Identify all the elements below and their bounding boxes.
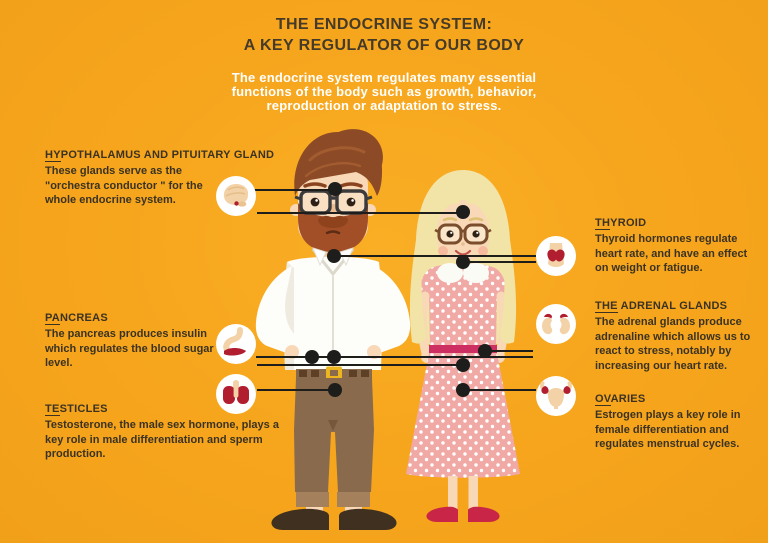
intro-text: The endocrine system regulates many esse… [0, 71, 768, 112]
male-hair [294, 129, 383, 196]
label-adrenal-glands: THE ADRENAL GLANDS The adrenal glands pr… [595, 300, 767, 374]
male-eyebrows [303, 182, 363, 188]
brain-pituitary-icon [216, 176, 256, 216]
label-testicles-heading: TESTICLES [45, 403, 108, 416]
female-smile [454, 249, 472, 256]
male-trouser-cuff-left [296, 492, 329, 507]
male-shirt [255, 247, 411, 370]
header: THE ENDOCRINE SYSTEM: A KEY REGULATOR OF… [0, 14, 768, 112]
page-title: THE ENDOCRINE SYSTEM: A KEY REGULATOR OF… [0, 14, 768, 56]
adrenal-glands-icon [536, 304, 576, 344]
label-hypothalamus-body: These glands serve as the "orchestra con… [45, 165, 203, 207]
label-thyroid-body: Thyroid hormones regulate heart rate, an… [595, 233, 748, 275]
female-shoe-left [426, 506, 458, 522]
uterus-ovaries-icon [536, 376, 576, 416]
label-hypothalamus: HYPOTHALAMUS AND PITUITARY GLAND These g… [45, 149, 277, 208]
label-ovaries-body: Estrogen plays a key role in female diff… [595, 409, 741, 451]
female-collar-right [463, 263, 489, 283]
male-belt [296, 366, 372, 380]
female-leg-left [448, 476, 458, 512]
male-mustache [318, 215, 348, 228]
male-shoe-left [271, 508, 329, 530]
male-arm-right [367, 266, 411, 355]
male-hand-left [285, 345, 299, 359]
label-testicles: TESTICLES Testosterone, the male sex hor… [45, 403, 285, 462]
male-trousers [294, 378, 374, 507]
female-shoe-right [468, 506, 500, 522]
female-eyes [446, 230, 480, 238]
female-cheek-right [478, 246, 488, 256]
female-figure [406, 170, 520, 522]
female-eyebrows [442, 217, 484, 222]
thyroid-icon [536, 236, 576, 276]
label-thyroid-heading: THYROID [595, 217, 647, 230]
female-collar-left [437, 263, 463, 283]
female-nose [461, 242, 465, 246]
testicles-icon [216, 374, 256, 414]
label-ovaries: OVARIES Estrogen plays a key role in fem… [595, 393, 767, 452]
label-pancreas-body: The pancreas produces insulin which regu… [45, 328, 214, 370]
intro-line-2: functions of the body such as growth, be… [231, 83, 537, 99]
male-trouser-cuff-right [337, 492, 370, 507]
female-hair-strand-right [500, 240, 517, 344]
female-skirt [406, 353, 520, 478]
male-figure [255, 129, 411, 530]
female-sleeve-left [419, 268, 431, 298]
intro-line-1: The endocrine system regulates many esse… [231, 70, 537, 86]
label-adrenal-glands-body: The adrenal glands produce adrenaline wh… [595, 316, 751, 372]
stomach-pancreas-icon [216, 324, 256, 364]
female-sleeve-right [495, 268, 507, 298]
label-thyroid: THYROID Thyroid hormones regulate heart … [595, 217, 767, 276]
female-waistband [429, 345, 497, 353]
male-hand-right [367, 345, 381, 359]
label-pancreas: PANCREAS The pancreas produces insulin w… [45, 312, 235, 371]
intro-line-3: reproduction or adaptation to stress. [266, 97, 502, 113]
male-mouth [325, 230, 341, 235]
female-cheek-left [438, 246, 448, 256]
label-ovaries-heading: OVARIES [595, 393, 646, 406]
label-hypothalamus-heading: HYPOTHALAMUS AND PITUITARY GLAND [45, 149, 275, 162]
male-arm-left [255, 266, 299, 355]
label-testicles-body: Testosterone, the male sex hormone, play… [45, 419, 279, 461]
title-line-2: A KEY REGULATOR OF OUR BODY [243, 37, 525, 55]
male-beard [298, 203, 368, 252]
female-hair-strand-left [409, 240, 426, 344]
title-line-1: THE ENDOCRINE SYSTEM: [275, 16, 493, 33]
label-adrenal-glands-heading: THE ADRENAL GLANDS [595, 300, 728, 313]
label-pancreas-heading: PANCREAS [45, 312, 108, 325]
male-shoe-right [339, 508, 397, 530]
male-eyes [310, 197, 356, 207]
female-leg-right [468, 476, 478, 512]
female-fringe [437, 190, 489, 226]
female-dress [406, 263, 520, 478]
